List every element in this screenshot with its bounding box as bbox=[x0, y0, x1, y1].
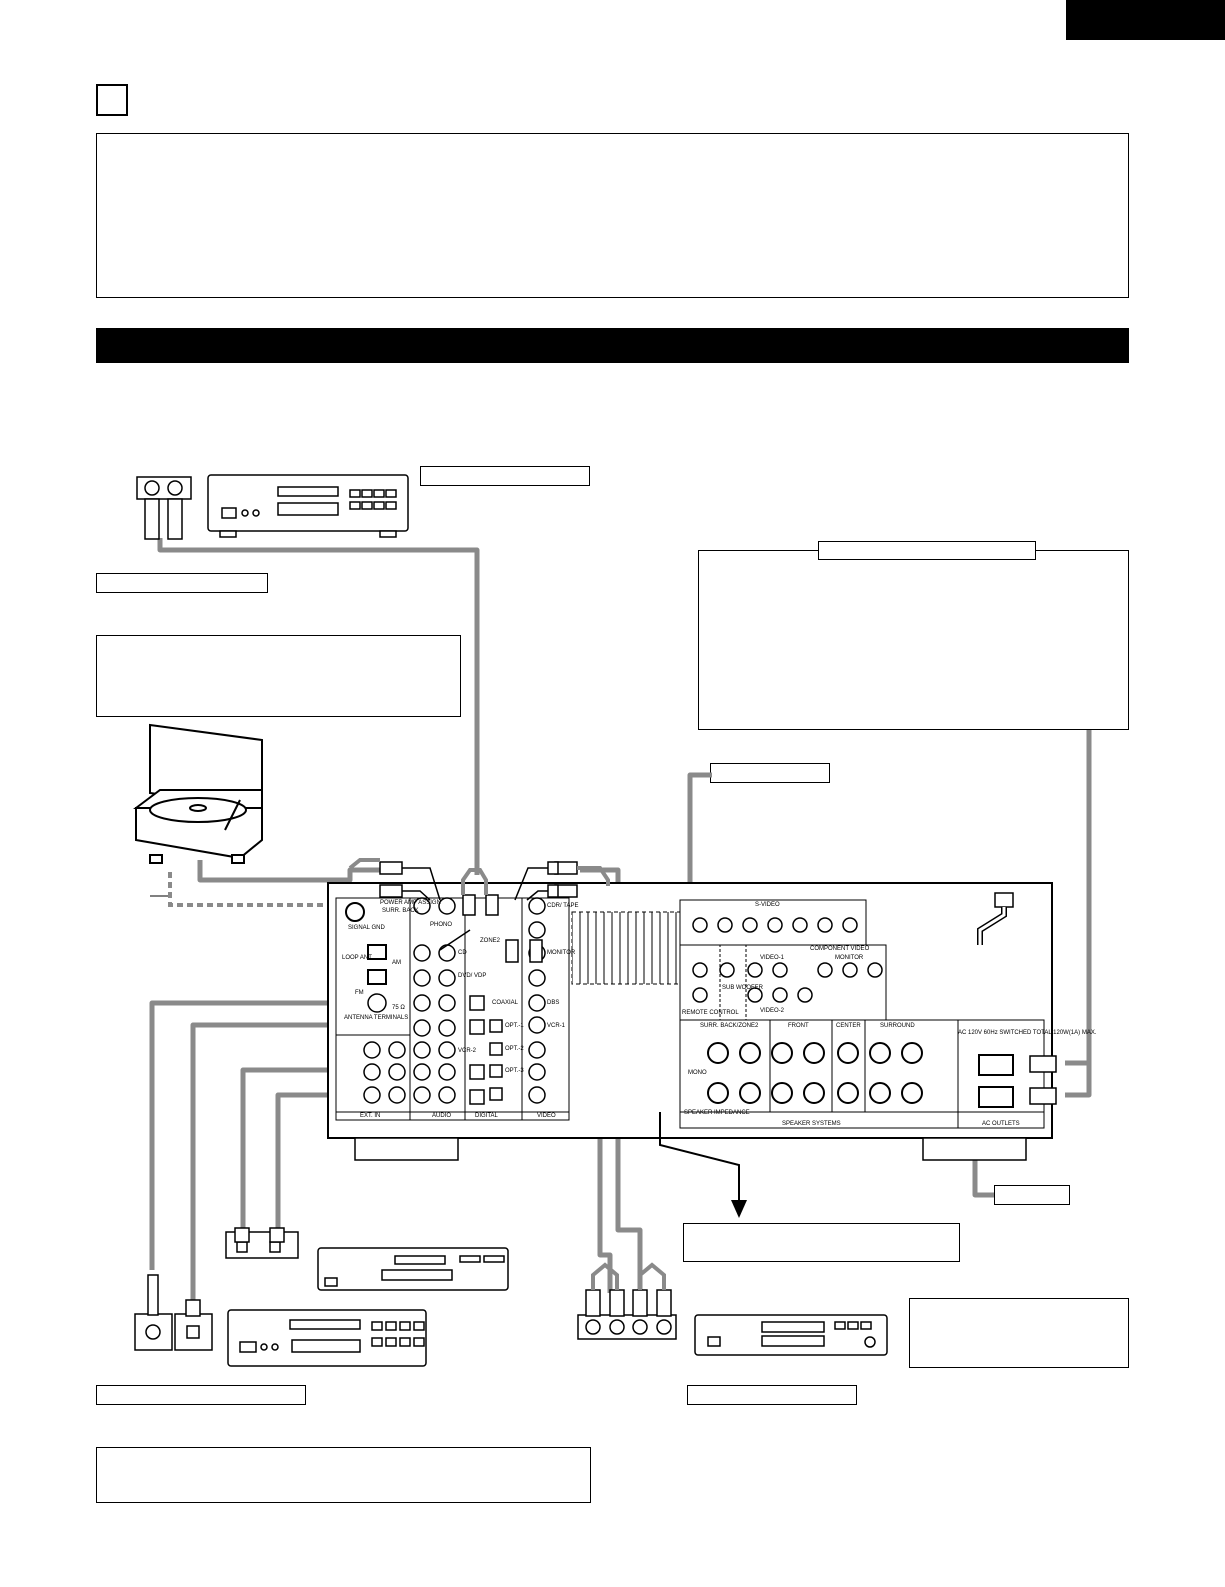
plugs bbox=[379, 861, 1057, 1105]
digital-label: DIGITAL bbox=[475, 1113, 498, 1119]
dvd-label-box bbox=[96, 1385, 306, 1405]
step-box bbox=[96, 84, 128, 116]
speaker-impedance-label: SPEAKER IMPEDANCE bbox=[684, 1110, 750, 1116]
dvd-vdp-label: DVD/ VDP bbox=[458, 973, 487, 979]
section-heading-bar bbox=[96, 328, 1129, 363]
tape-deck-device bbox=[694, 1314, 888, 1356]
speaker-terminals bbox=[707, 1042, 923, 1104]
video-label: VIDEO bbox=[537, 1113, 556, 1119]
monitor-video-label: MONITOR bbox=[547, 950, 576, 956]
ac-spec-label: AC 120V 60Hz SWITCHED TOTAL 120W(1A) MAX… bbox=[958, 1030, 1097, 1036]
vcr2-audio-label: VCR-2 bbox=[458, 1048, 477, 1054]
turntable-label-box bbox=[96, 573, 268, 593]
fm-ohm-label: 75 Ω bbox=[392, 1005, 405, 1011]
cable-ac2 bbox=[1065, 1063, 1092, 1098]
ac-outlets-label: AC OUTLETS bbox=[982, 1121, 1020, 1127]
cd-recorder-label-box bbox=[420, 466, 590, 486]
turntable-note-box bbox=[96, 635, 461, 717]
cdr-tape-label: CDR/ TAPE bbox=[547, 903, 579, 909]
fm-label: FM bbox=[355, 990, 364, 996]
coaxial-label: COAXIAL bbox=[492, 1000, 519, 1006]
video1-label: VIDEO-1 bbox=[760, 955, 785, 961]
signal-gnd-label: SIGNAL GND bbox=[348, 925, 385, 931]
mono-label: MONO bbox=[688, 1070, 707, 1076]
rca-jacks bbox=[363, 897, 883, 1104]
vcr1-label: VCR-1 bbox=[547, 1023, 566, 1029]
power-amp-assign-label: POWER AMP ASSIGN bbox=[380, 900, 441, 906]
video2-label: VIDEO-2 bbox=[760, 1008, 785, 1014]
md-note-box bbox=[909, 1298, 1129, 1368]
cable-tape-out bbox=[580, 867, 643, 1293]
dbs-label: DBS bbox=[547, 1000, 560, 1006]
speaker-note-box bbox=[683, 1223, 960, 1262]
opt2-label: OPT.-2 bbox=[505, 1046, 524, 1052]
component-video-label: COMPONENT VIDEO bbox=[810, 946, 870, 952]
monitor-component-label: MONITOR bbox=[835, 955, 864, 961]
power-cord-label-box bbox=[994, 1185, 1070, 1205]
ext-in-label: EXT. IN bbox=[360, 1113, 381, 1119]
phono-label: PHONO bbox=[430, 922, 453, 928]
opt3-label: OPT.-3 bbox=[505, 1068, 524, 1074]
subwoofer-label: SUB WOOFER bbox=[722, 985, 764, 991]
page-corner-tab bbox=[1066, 0, 1225, 40]
ground-wire bbox=[168, 872, 350, 907]
surr-back-zone2-label: SURR. BACK/ZONE2 bbox=[700, 1023, 759, 1029]
audio-label: AUDIO bbox=[432, 1113, 452, 1119]
ac-outlet-title-box bbox=[818, 541, 1036, 560]
cable-ac1 bbox=[1065, 730, 1092, 1066]
opt1-label: OPT.-1 bbox=[505, 1023, 524, 1029]
dvd-player-device bbox=[134, 1274, 427, 1367]
surround-label: SURROUND bbox=[880, 1023, 915, 1029]
front-label: FRONT bbox=[788, 1023, 809, 1029]
dvd-note-box bbox=[96, 1447, 591, 1503]
s-video-label: S-VIDEO bbox=[755, 902, 780, 908]
loop-ant-label: LOOP ANT. bbox=[342, 955, 373, 961]
am-label: AM bbox=[392, 960, 401, 966]
center-label: CENTER bbox=[836, 1023, 861, 1029]
speaker-systems-label: SPEAKER SYSTEMS bbox=[782, 1121, 841, 1127]
cd-recorder-device bbox=[136, 474, 409, 540]
antenna-terminals-label: ANTENNA TERMINALS bbox=[344, 1015, 409, 1021]
cable-cd-recorder bbox=[157, 538, 480, 875]
tape-label-box bbox=[687, 1385, 857, 1405]
cd-player-device bbox=[225, 1227, 509, 1291]
note-box bbox=[96, 133, 1129, 298]
surr-back-label: SURR. BACK bbox=[382, 908, 419, 914]
cd-label: CD bbox=[458, 950, 467, 956]
turntable-device bbox=[133, 723, 263, 864]
zone2-label: ZONE2 bbox=[480, 938, 501, 944]
remote-control-label: REMOTE CONTROL bbox=[682, 1010, 739, 1016]
cable-turntable bbox=[197, 860, 390, 883]
ac-outlet-note-box bbox=[698, 550, 1129, 730]
tape-jacks bbox=[577, 1289, 677, 1340]
